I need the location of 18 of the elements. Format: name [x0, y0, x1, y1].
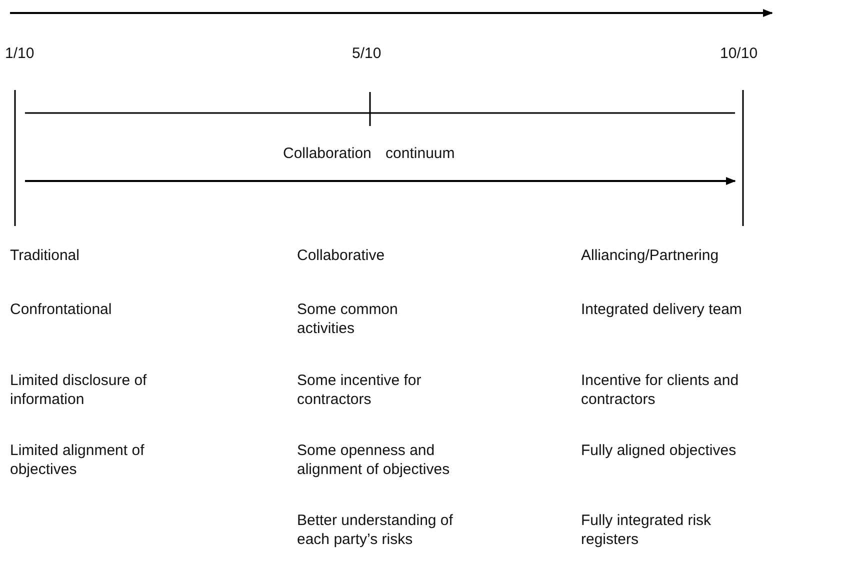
table-text: Integrated delivery team: [581, 300, 742, 319]
table-text: Confrontational: [10, 300, 112, 319]
table-text: Incentive for clients and contractors: [581, 371, 740, 409]
table-text: Some incentive for contractors: [297, 371, 422, 409]
table-text: Fully aligned objectives: [581, 441, 736, 460]
table-text: Some common activities: [297, 300, 399, 338]
table-text: Fully integrated risk registers: [581, 511, 712, 549]
column-heading: Alliancing/Partnering: [581, 246, 719, 265]
column-heading: Collaborative: [297, 246, 385, 265]
scale-value: 1/10: [5, 44, 34, 63]
column-heading: Traditional: [10, 246, 80, 265]
table-text: Better understanding of each party’s risks: [297, 511, 454, 549]
table-text: Some openness and alignment of objectives: [297, 441, 451, 479]
table-text: Limited alignment of objectives: [10, 441, 146, 479]
axis-title: Collaboration continuum: [283, 144, 455, 163]
table-text: Limited disclosure of information: [10, 371, 148, 409]
scale-value: 10/10: [720, 44, 758, 63]
scale-value: 5/10: [352, 44, 382, 63]
